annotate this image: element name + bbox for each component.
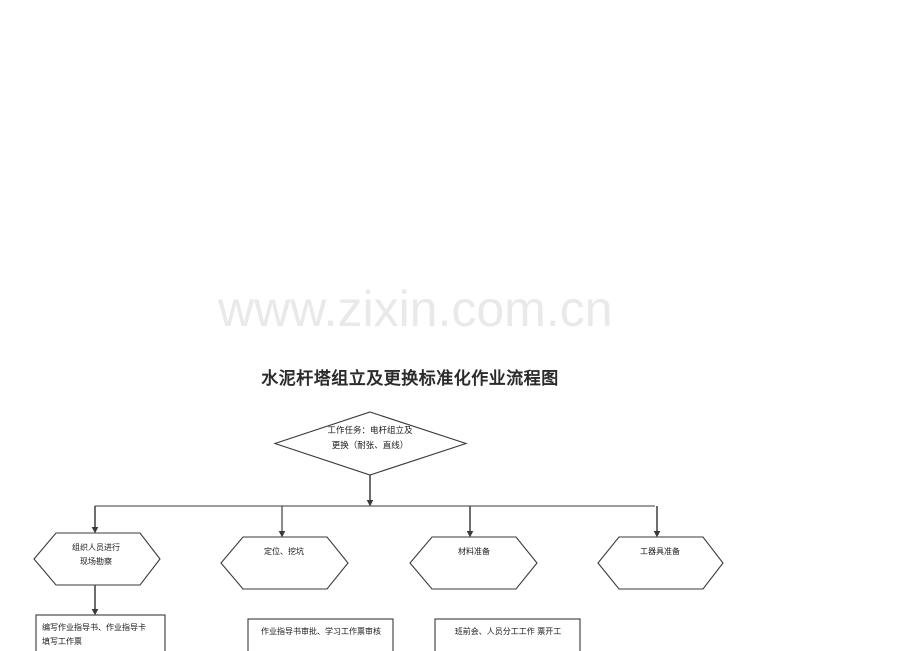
node-box1[interactable] — [35, 614, 166, 651]
site-watermark: www.zixin.com.cn — [218, 281, 613, 337]
node-hex4[interactable] — [597, 536, 724, 590]
node-box2[interactable] — [247, 618, 394, 651]
page-title: 水泥杆塔组立及更换标准化作业流程图 — [261, 369, 559, 389]
node-hex1[interactable] — [33, 532, 161, 586]
node-hex3[interactable] — [409, 536, 538, 590]
node-hex2[interactable] — [220, 536, 349, 590]
node-task-diamond[interactable] — [273, 411, 468, 476]
node-box3[interactable] — [434, 618, 581, 651]
